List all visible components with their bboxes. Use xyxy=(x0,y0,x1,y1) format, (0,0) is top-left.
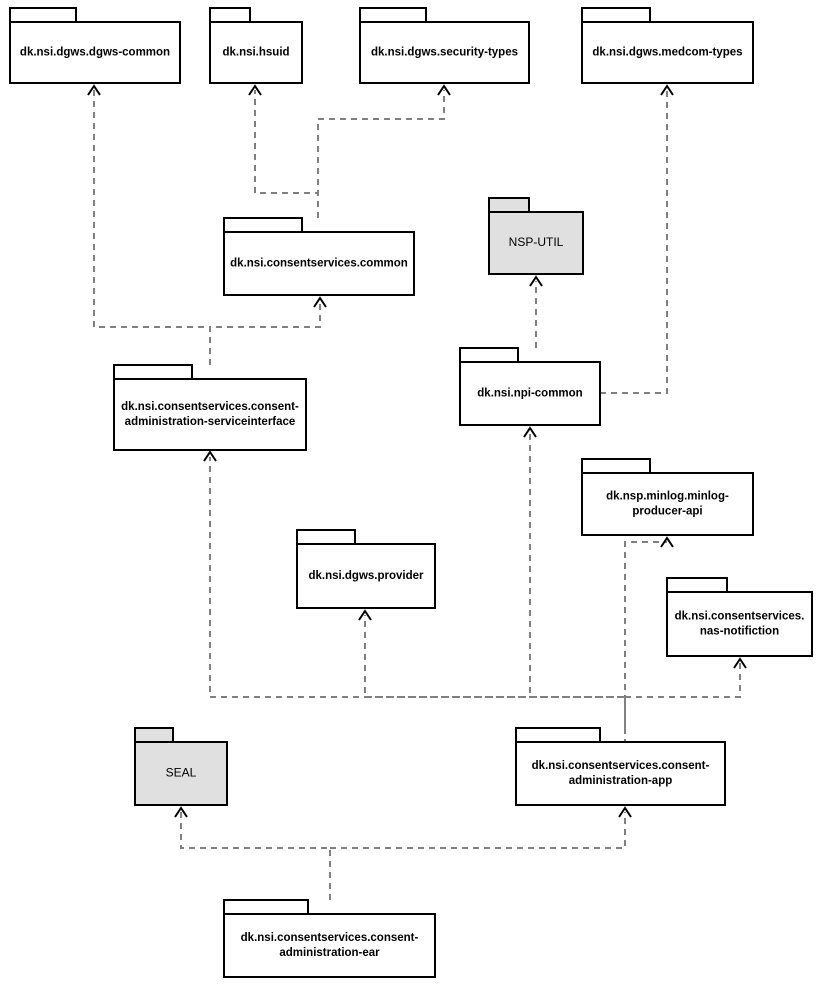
dep-npi-common-to-medcom-types xyxy=(600,84,674,394)
dependency-arrowhead-icon xyxy=(203,450,217,462)
package-body xyxy=(223,913,436,978)
package-tab xyxy=(296,529,356,545)
package-label: NSP-UTIL xyxy=(509,235,564,249)
dependency-line xyxy=(600,90,668,394)
dependency-line xyxy=(330,812,626,849)
dependency-line xyxy=(624,541,667,745)
dep-ca-app-to-minlog xyxy=(624,536,674,745)
package-label: dk.nsi.dgws.provider xyxy=(308,570,424,582)
package-nsp-util[interactable]: NSP-UTIL xyxy=(488,197,584,275)
package-body xyxy=(488,211,584,275)
dependency-arrowhead-icon xyxy=(733,657,747,669)
package-label: SEAL xyxy=(166,766,197,780)
dependency-arrowhead-icon xyxy=(358,609,372,621)
package-tab xyxy=(666,577,728,593)
package-cs-serviceinterface[interactable]: dk.nsi.consentservices.consent-administr… xyxy=(113,364,307,451)
dependency-arrowhead-icon xyxy=(523,426,537,438)
package-nas-notifiction[interactable]: dk.nsi.consentservices.nas-notifiction xyxy=(666,577,813,657)
package-label: dk.nsi.dgws.medcom-types xyxy=(592,47,742,59)
package-tab xyxy=(9,7,77,23)
dep-npi-common-to-nsp-util xyxy=(529,275,543,348)
dependency-arrowhead-icon xyxy=(313,296,327,308)
package-body xyxy=(666,591,813,657)
dependency-line xyxy=(180,812,331,900)
package-label: dk.nsi.dgws.security-types xyxy=(371,47,518,59)
package-cs-common[interactable]: dk.nsi.consentservices.common xyxy=(223,217,415,296)
dep-serviceinterface-to-cs-common xyxy=(209,296,327,365)
package-ca-ear[interactable]: dk.nsi.consentservices.consent-administr… xyxy=(223,899,436,978)
package-minlog-producer-api[interactable]: dk.nsp.minlog.minlog-producer-api xyxy=(581,458,754,536)
dependency-layer xyxy=(87,84,747,900)
package-body xyxy=(223,231,415,296)
dependency-arrowhead-icon xyxy=(437,84,451,96)
dependency-arrowhead-icon xyxy=(87,84,101,96)
package-npi-common[interactable]: dk.nsi.npi-common xyxy=(459,347,601,426)
package-layer: dk.nsi.dgws.dgws-common dk.nsi.hsuid dk.ns… xyxy=(9,7,813,978)
package-tab xyxy=(515,727,601,743)
dep-ca-app-to-dgws-provider xyxy=(358,609,625,698)
dep-ca-app-to-npi-common xyxy=(523,426,625,698)
dependency-arrowhead-icon xyxy=(660,536,674,548)
dep-ca-app-to-serviceinterface xyxy=(203,450,626,728)
package-tab xyxy=(581,7,651,23)
package-dgws-provider[interactable]: dk.nsi.dgws.provider xyxy=(296,529,436,609)
dependency-line xyxy=(317,90,445,218)
package-tab xyxy=(223,899,309,915)
package-label: dk.nsi.consentservices.nas-notifiction xyxy=(675,611,805,638)
package-label: dk.nsp.minlog.minlog-producer-api xyxy=(606,491,729,518)
dependency-arrowhead-icon xyxy=(248,84,262,96)
package-label: dk.nsi.dgws.dgws-common xyxy=(20,47,170,59)
package-tab xyxy=(488,197,530,213)
package-body xyxy=(515,741,726,806)
package-body xyxy=(113,378,307,451)
dep-cs-common-to-security-types xyxy=(317,84,451,218)
package-label: dk.nsi.consentservices.common xyxy=(230,258,408,270)
package-body xyxy=(209,21,303,84)
dep-ca-app-to-nas-notifiction xyxy=(625,657,747,698)
package-label: dk.nsi.consentservices.consent-administr… xyxy=(532,760,710,787)
package-tab xyxy=(359,7,427,23)
package-body xyxy=(459,361,601,426)
package-tab xyxy=(209,7,251,23)
package-body xyxy=(134,741,228,806)
package-label: dk.nsi.hsuid xyxy=(222,47,289,59)
dependency-arrowhead-icon xyxy=(529,275,543,287)
package-label: dk.nsi.consentservices.consent-administr… xyxy=(121,401,299,428)
dependency-arrowhead-icon xyxy=(618,806,632,818)
package-tab xyxy=(581,458,651,474)
package-tab xyxy=(134,727,174,743)
dependency-line xyxy=(254,90,319,218)
dependency-line xyxy=(93,90,211,365)
package-dgws-common[interactable]: dk.nsi.dgws.dgws-common xyxy=(9,7,181,84)
package-security-types[interactable]: dk.nsi.dgws.security-types xyxy=(359,7,530,84)
dependency-arrowhead-icon xyxy=(174,806,188,818)
package-body xyxy=(581,21,754,84)
dependency-line xyxy=(209,457,626,728)
package-tab xyxy=(113,364,193,380)
dependency-line xyxy=(209,302,321,365)
package-seal[interactable]: SEAL xyxy=(134,727,228,806)
dep-serviceinterface-to-dgws-common xyxy=(87,84,211,365)
package-label: dk.nsi.consentservices.consent-administr… xyxy=(241,932,419,959)
dep-ear-to-seal xyxy=(174,806,331,900)
package-medcom-types[interactable]: dk.nsi.dgws.medcom-types xyxy=(581,7,754,84)
package-body xyxy=(581,472,754,536)
dependency-line xyxy=(625,663,741,698)
package-label: dk.nsi.npi-common xyxy=(477,388,582,400)
package-ca-app[interactable]: dk.nsi.consentservices.consent-administr… xyxy=(515,727,726,806)
package-body xyxy=(359,21,530,84)
package-tab xyxy=(459,347,519,363)
dep-ear-to-ca-app xyxy=(330,806,632,849)
package-hsuid[interactable]: dk.nsi.hsuid xyxy=(209,7,303,84)
package-body xyxy=(296,543,436,609)
package-tab xyxy=(223,217,303,233)
dependency-arrowhead-icon xyxy=(660,84,674,96)
dependency-line xyxy=(364,615,625,698)
package-body xyxy=(9,21,181,84)
dep-cs-common-to-hsuid xyxy=(248,84,319,218)
